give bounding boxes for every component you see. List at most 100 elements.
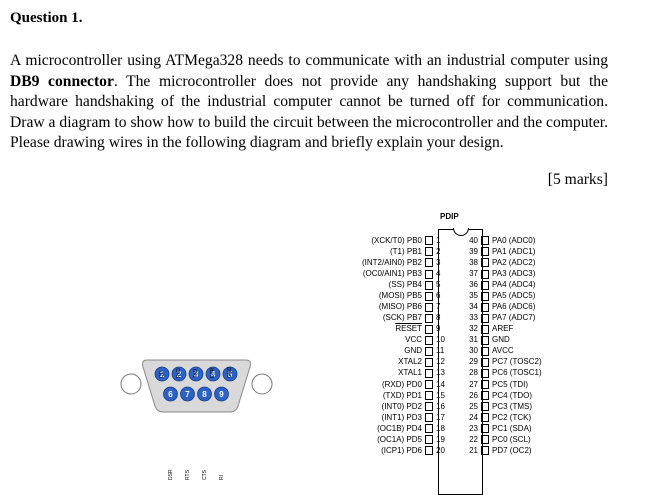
chip-pin-number: 1	[436, 236, 441, 245]
chip-pin-label: PC6 (TOSC1)	[492, 368, 542, 378]
chip-pin-label: XTAL2	[398, 357, 422, 367]
question-text-1: A microcontroller using ATMega328 needs …	[10, 52, 608, 69]
db9-pin-1-number: 1	[160, 370, 165, 379]
question-title: Question 1.	[10, 10, 83, 26]
chip-pin-pad	[481, 368, 489, 378]
chip-pin-number: 39	[469, 247, 478, 257]
chip-pin-label: (SCK) PB7	[382, 313, 422, 323]
db9-label-gnd: GND	[227, 366, 233, 378]
chip-pin-label: PC3 (TMS)	[492, 401, 532, 411]
chip-pin-pad	[481, 401, 489, 411]
chip-pin-label: PA0 (ADC0)	[492, 236, 536, 245]
chip-pin-pad	[481, 236, 489, 246]
chip-pin-number: 40	[469, 236, 478, 245]
chip-pin-pad	[481, 390, 489, 400]
chip-pin-label: (T1) PB1	[389, 247, 422, 257]
db9-pin-9	[214, 386, 229, 402]
chip-pin-label: PA5 (ADC5)	[492, 291, 536, 301]
chip-left-pin-12: XTAL2 12	[398, 356, 448, 367]
chip-pin-number: 37	[469, 269, 478, 279]
chip-pin-number: 5	[436, 280, 441, 290]
question-text-2: . The microcontroller does not provide a…	[10, 72, 608, 152]
db9-pin-7	[180, 386, 195, 402]
db9-pin-9-number: 9	[219, 390, 224, 399]
chip-pin-number: 23	[469, 423, 478, 433]
chip-pin-pad	[425, 269, 433, 279]
chip-pin-number: 21	[469, 445, 478, 455]
db9-label-dtr: DTR	[210, 367, 216, 378]
chip-pin-pad	[425, 346, 433, 356]
chip-pin-number: 24	[469, 412, 478, 422]
chip-pin-pad	[481, 346, 489, 356]
chip-pin-pad	[425, 302, 433, 312]
chip-pin-label: PC7 (TOSC2)	[492, 357, 542, 367]
chip-pin-number: 9	[436, 324, 441, 334]
chip-pin-number: 19	[436, 434, 445, 444]
chip-pin-number: 38	[469, 258, 478, 268]
chip-pin-number: 17	[436, 412, 445, 422]
question-text-bold: DB9 connector	[10, 72, 114, 90]
chip-pin-number: 13	[436, 368, 445, 378]
chip-pin-number: 6	[436, 291, 441, 301]
chip-pin-label: PA2 (ADC2)	[492, 258, 536, 268]
chip-pin-label: (TXD) PD1	[382, 390, 422, 400]
db9-pin-8-number: 8	[202, 390, 207, 399]
db9-pin-1	[154, 366, 170, 382]
chip-pin-number: 12	[436, 357, 445, 367]
chip-pin-label: (INT0) PD2	[381, 401, 422, 411]
db9-pin-5-number: 5	[228, 370, 233, 379]
db9-label-cts: CTS	[201, 470, 208, 480]
chip-pin-pad	[425, 446, 433, 456]
chip-pin-label: PA7 (ADC7)	[492, 313, 536, 323]
chip-pin-pad	[425, 424, 433, 434]
db9-label-rxd: RxD	[176, 368, 182, 378]
chip-pin-pad	[425, 280, 433, 290]
chip-pin-label: PC2 (TCK)	[492, 412, 532, 422]
chip-pin-number: 20	[436, 445, 445, 455]
chip-pin-number: 7	[436, 302, 441, 312]
chip-pin-number: 11	[436, 346, 445, 356]
chip-pin-pad	[425, 379, 433, 389]
chip-pin-label: (OC0/AIN1) PB3	[362, 269, 422, 279]
chip-pin-pad	[481, 247, 489, 257]
chip-pin-number: 28	[469, 368, 478, 378]
chip-pin-label: AVCC	[492, 346, 514, 356]
db9-mount-hole-left	[120, 373, 142, 395]
chip-pin-label: PC5 (TDI)	[492, 379, 528, 389]
pdip-label: PDIP	[440, 212, 459, 221]
chip-pin-number: 25	[469, 401, 478, 411]
chip-right-pin-1: 40 PA0 (ADC0)	[466, 235, 535, 246]
chip-pin-pad	[425, 357, 433, 367]
chip-pin-label: PC4 (TDO)	[492, 390, 532, 400]
chip-pin-pad	[481, 269, 489, 279]
chip-pin-label: PA4 (ADC4)	[492, 280, 536, 290]
chip-pin-label: AREF	[492, 324, 514, 334]
db9-pin-3-number: 3	[194, 370, 199, 379]
chip-pin-pad	[481, 313, 489, 323]
chip-pin-number: 4	[436, 269, 441, 279]
chip-right-pin-17: 24 PC2 (TCK)	[466, 412, 531, 423]
chip-pin-pad	[481, 357, 489, 367]
